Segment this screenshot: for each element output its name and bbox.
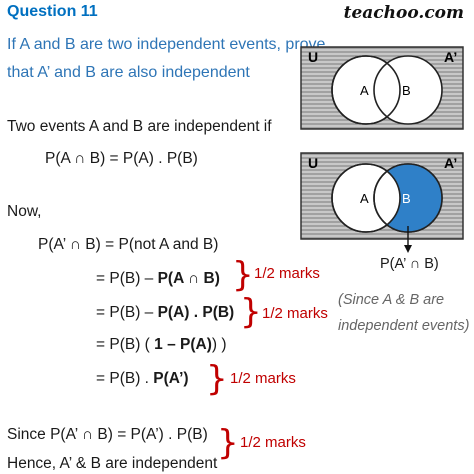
question-number: Question 11 bbox=[7, 3, 98, 20]
step-5: = P(B) . P(A’) bbox=[96, 370, 189, 388]
step-5-bold: P(A’) bbox=[153, 370, 189, 387]
set-b-label: B bbox=[402, 191, 411, 206]
step-1: P(A’ ∩ B) = P(not A and B) bbox=[38, 236, 219, 253]
step-4: = P(B) ( 1 – P(A)) ) bbox=[96, 336, 227, 354]
brand-logo: teachoo.com bbox=[343, 3, 464, 23]
definition-intro: Two events A and B are independent if bbox=[7, 118, 272, 135]
step-2-prefix: = P(B) – bbox=[96, 270, 158, 287]
set-a-label: A bbox=[360, 191, 369, 206]
note-line-2: independent events) bbox=[338, 318, 470, 334]
step-3-bold: P(A) . P(B) bbox=[157, 304, 235, 321]
step-2: = P(B) – P(A ∩ B) bbox=[96, 270, 220, 288]
brace-4: } bbox=[217, 423, 239, 463]
set-b-circle bbox=[373, 55, 443, 125]
marks-3: 1/2 marks bbox=[230, 370, 296, 387]
universe-label: U bbox=[308, 49, 318, 65]
brace-2: } bbox=[240, 292, 262, 332]
brace-3: } bbox=[206, 359, 228, 399]
marks-1: 1/2 marks bbox=[254, 265, 320, 282]
note-line-1: (Since A & B are bbox=[338, 292, 445, 308]
definition-formula: P(A ∩ B) = P(A) . P(B) bbox=[45, 150, 198, 167]
step-2-bold: P(A ∩ B) bbox=[157, 270, 220, 287]
complement-label: A’ bbox=[444, 49, 457, 65]
venn-caption: P(A’ ∩ B) bbox=[380, 256, 439, 272]
brace-1: } bbox=[232, 255, 254, 295]
step-4-bold: 1 – P(A) bbox=[154, 336, 212, 353]
conclusion-line-1: Since P(A’ ∩ B) = P(A’) . P(B) bbox=[7, 426, 208, 443]
step-3: = P(B) – P(A) . P(B) bbox=[96, 304, 234, 322]
question-line-2: that A’ and B are also independent bbox=[7, 64, 250, 81]
venn-diagram-bottom: U A’ A B bbox=[300, 152, 464, 240]
complement-label: A’ bbox=[444, 155, 457, 171]
step-4-suffix: ) ) bbox=[211, 336, 227, 353]
set-b-label: B bbox=[402, 83, 411, 98]
now-label: Now, bbox=[7, 203, 42, 220]
arrow-down-icon bbox=[404, 226, 412, 253]
step-5-prefix: = P(B) . bbox=[96, 370, 154, 387]
marks-2: 1/2 marks bbox=[262, 305, 328, 322]
step-3-prefix: = P(B) – bbox=[96, 304, 158, 321]
step-4-prefix: = P(B) ( bbox=[96, 336, 155, 353]
venn-diagram-top: U A’ A B bbox=[300, 46, 464, 130]
set-a-label: A bbox=[360, 83, 369, 98]
universe-label: U bbox=[308, 155, 318, 171]
conclusion-line-2: Hence, A’ & B are independent bbox=[7, 455, 218, 472]
question-line-1: If A and B are two independent events, p… bbox=[7, 36, 326, 53]
marks-4: 1/2 marks bbox=[240, 434, 306, 451]
